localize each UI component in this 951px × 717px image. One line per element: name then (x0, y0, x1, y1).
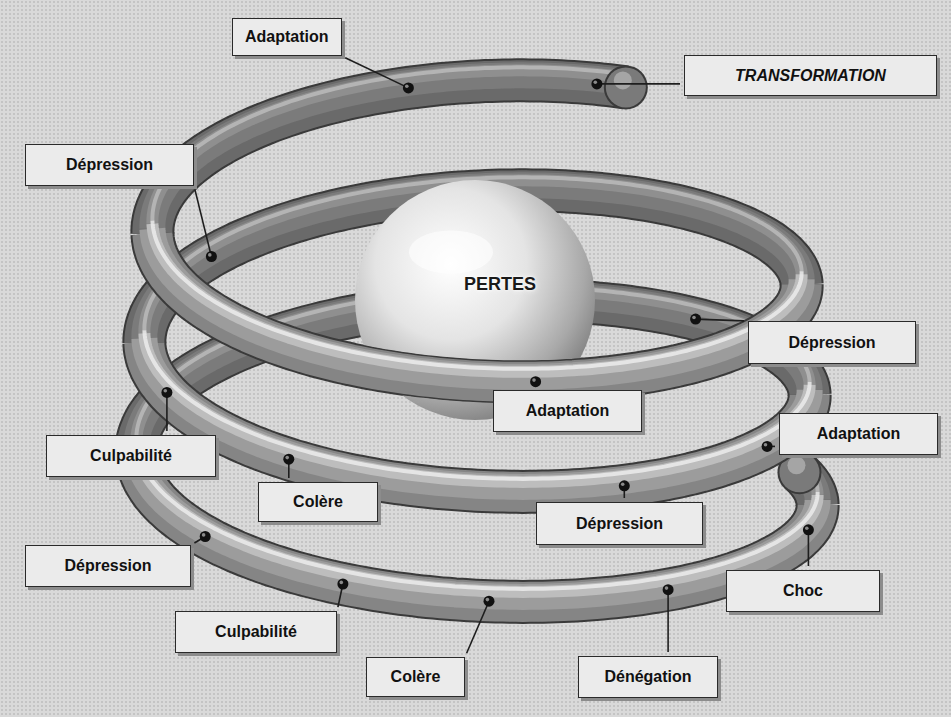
coil-end (787, 456, 805, 474)
stage-label-box: Culpabilité (175, 611, 337, 653)
coil-front (136, 440, 817, 602)
stage-label-box: Dépression (536, 502, 703, 545)
marker-dot-shine (208, 253, 212, 257)
marker-dot (337, 579, 348, 590)
marker-dot-shine (621, 482, 625, 486)
marker-dot (690, 314, 701, 325)
stage-label-box: Colère (258, 482, 378, 522)
marker-dot (619, 480, 630, 491)
coil-end (606, 67, 646, 107)
stage-label: Dépression (66, 156, 153, 174)
marker-dot (403, 82, 414, 93)
loss-sphere: PERTES (355, 180, 595, 420)
stage-label-box: Dénégation (578, 656, 718, 698)
marker-dot (530, 376, 541, 387)
stage-label: Colère (293, 493, 343, 511)
stage-label-box: Choc (726, 570, 880, 612)
stage-label: Adaptation (817, 425, 901, 443)
stage-label: TRANSFORMATION (735, 67, 886, 85)
marker-dot (803, 524, 814, 535)
stage-label: Culpabilité (90, 447, 172, 465)
stage-label: Choc (783, 582, 823, 600)
stage-label-box: Adaptation (493, 390, 642, 432)
stage-label: Colère (391, 668, 441, 686)
coil-tube (136, 443, 817, 592)
marker-dot (762, 441, 773, 452)
leader-line (166, 392, 168, 431)
marker-dot-shine (764, 443, 768, 447)
stage-label: Culpabilité (215, 623, 297, 641)
stage-label-box: Colère (366, 657, 465, 697)
stage-label: Adaptation (245, 28, 329, 46)
leader-line (667, 590, 669, 652)
leader-line (597, 83, 680, 85)
marker-dot (591, 78, 602, 89)
marker-dot (161, 387, 172, 398)
sphere-body (355, 180, 595, 420)
stage-label: Dépression (64, 557, 151, 575)
marker-dot-shine (532, 378, 536, 382)
sphere-shape (355, 180, 595, 420)
sphere-highlight (409, 230, 493, 273)
coil-tube (136, 440, 817, 589)
stage-label-box: Dépression (25, 545, 191, 587)
marker-dot (484, 596, 495, 607)
marker-dot (663, 584, 674, 595)
stage-label-box: Adaptation (232, 18, 342, 56)
coil-end (604, 65, 648, 109)
marker-dot-shine (405, 85, 409, 89)
stage-label: Dénégation (604, 668, 691, 686)
marker-dot-shine (805, 526, 809, 530)
marker-dot-shine (164, 389, 168, 393)
marker-dot (283, 454, 294, 465)
marker-dot-shine (486, 598, 490, 602)
stage-label-box: TRANSFORMATION (684, 55, 937, 96)
stage-label: Dépression (576, 515, 663, 533)
stage-label: Dépression (788, 334, 875, 352)
coil-end (614, 71, 632, 89)
marker-dot-shine (692, 316, 696, 320)
stage-label-box: Dépression (25, 144, 194, 186)
marker-dot-shine (594, 81, 598, 85)
marker-dot (206, 251, 217, 262)
marker-dot-shine (202, 533, 206, 537)
center-label: PERTES (464, 274, 536, 295)
stage-label-box: Culpabilité (46, 435, 216, 477)
stage-label: Adaptation (526, 402, 610, 420)
leader-line (345, 58, 408, 88)
leader-line (195, 190, 211, 257)
marker-dot-shine (285, 456, 289, 460)
stage-label-box: Adaptation (779, 413, 938, 455)
stage-label-box: Dépression (748, 321, 916, 364)
leader-line (467, 601, 489, 653)
marker-dot-shine (665, 586, 669, 590)
marker-dot (200, 531, 211, 542)
marker-dot-shine (340, 581, 344, 585)
leader-line (696, 319, 744, 321)
